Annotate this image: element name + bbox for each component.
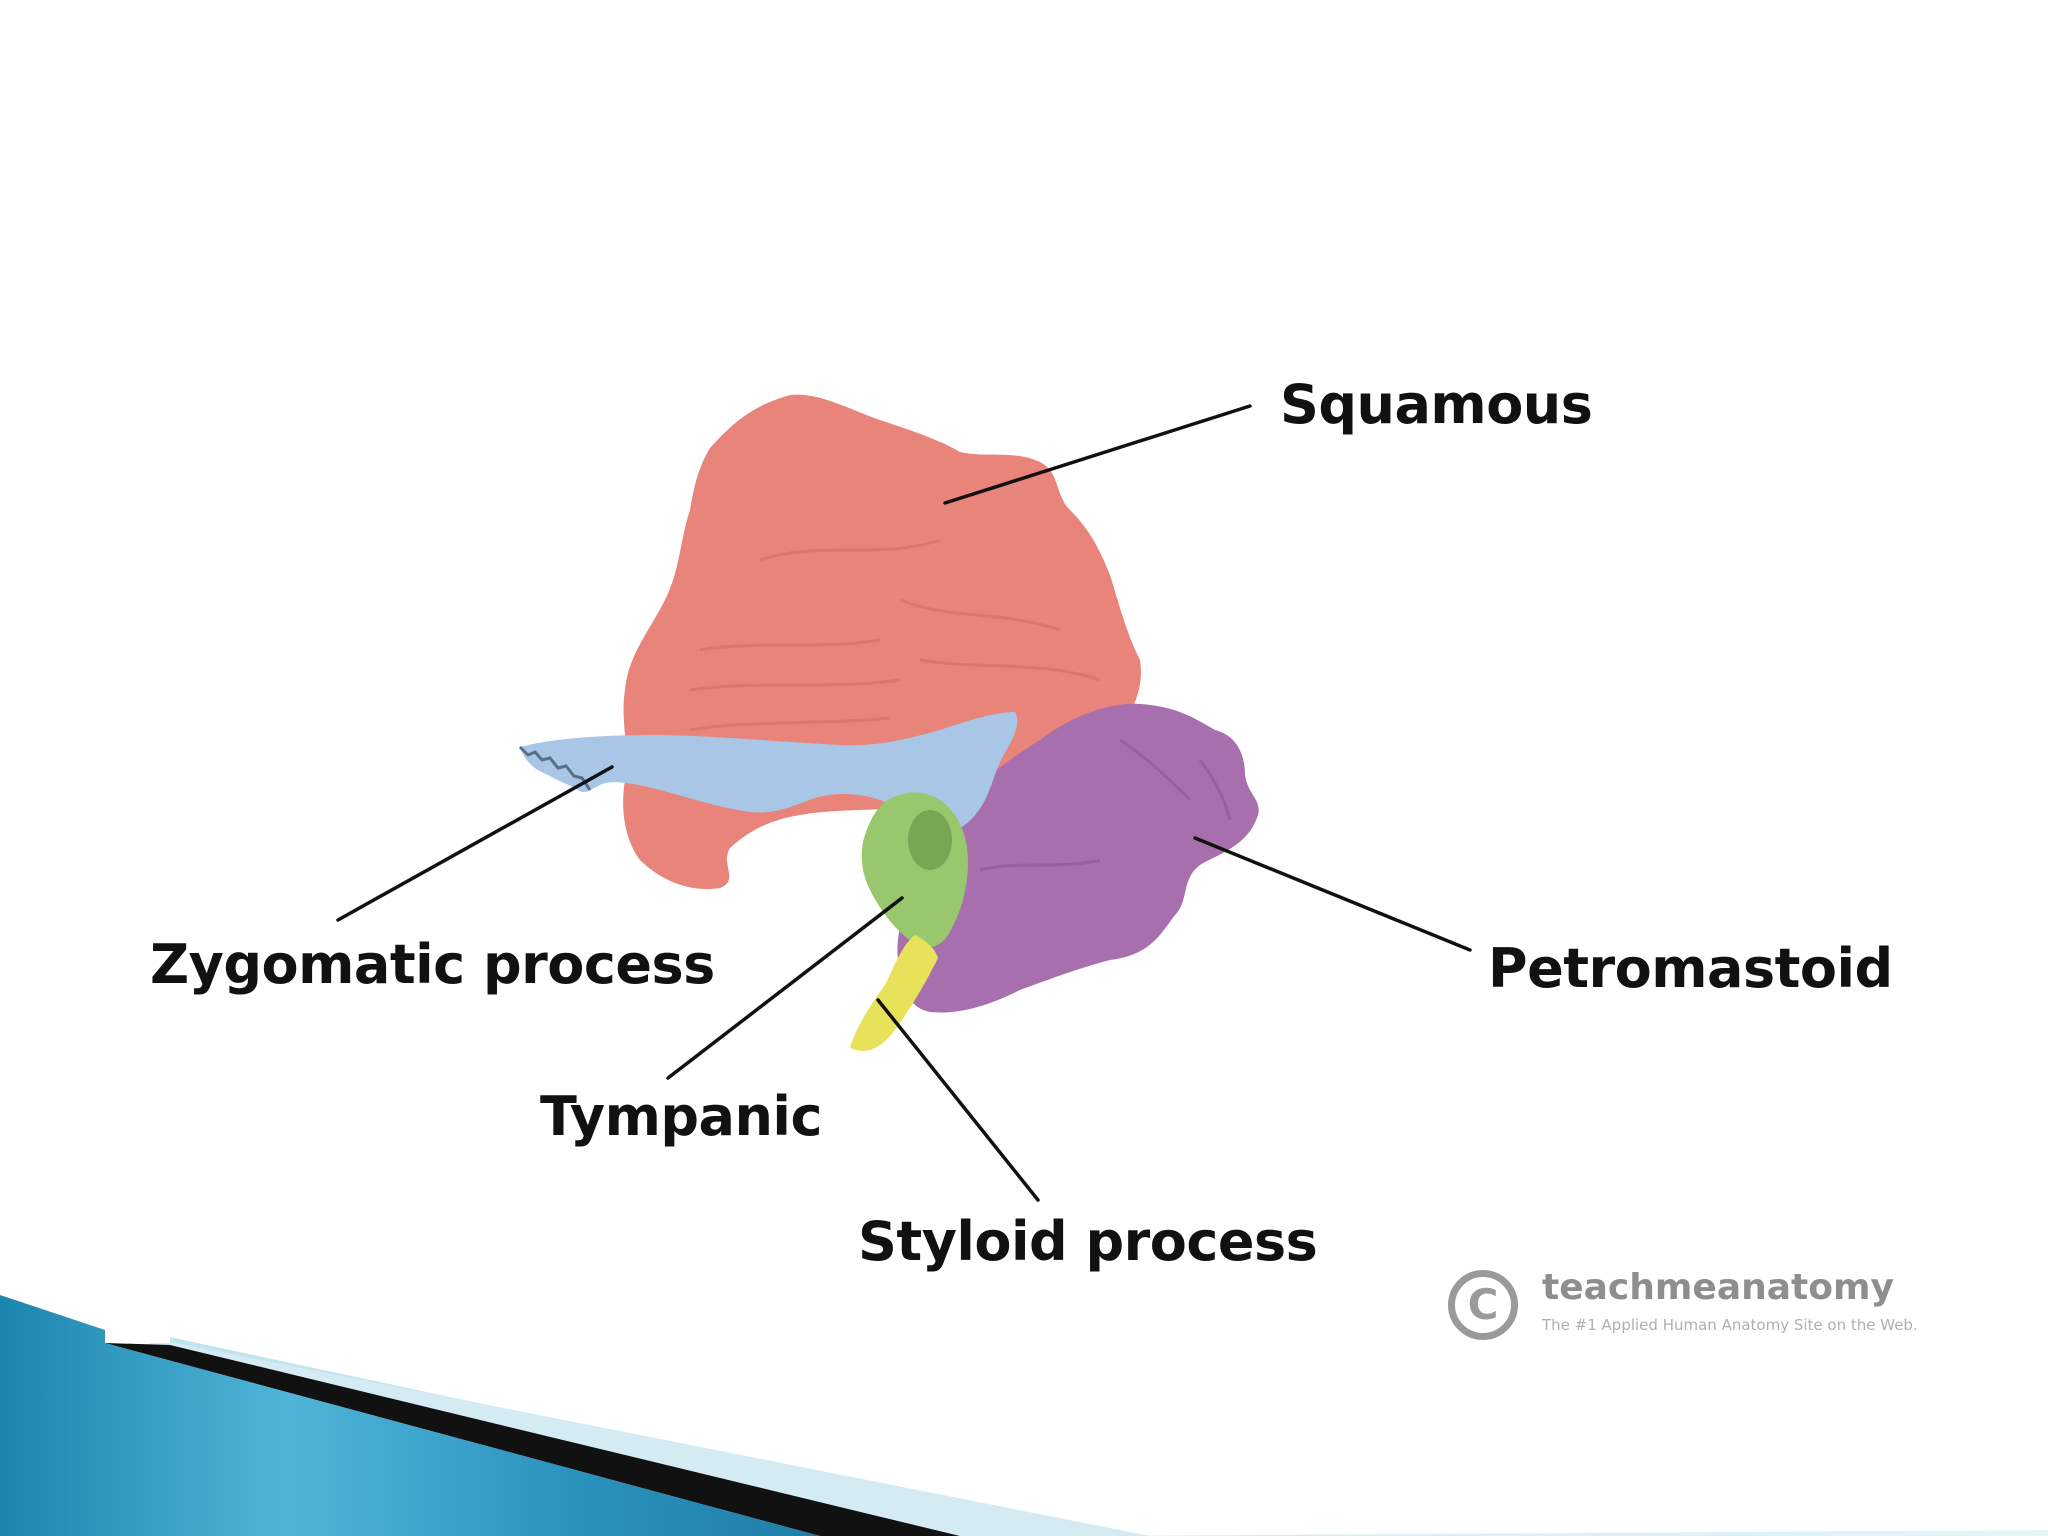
banner-dark-stripe: [105, 1343, 960, 1536]
watermark-name: teachmeanatomy: [1542, 1267, 1894, 1308]
styloid-process-shape: [850, 935, 938, 1051]
leader-line-zygomatic: [336, 765, 614, 922]
label-tympanic: Tympanic: [540, 1085, 822, 1148]
zygomatic-serration: [518, 745, 592, 791]
leader-line-petromastoid: [1193, 836, 1472, 952]
petromastoid-texture: [979, 738, 1232, 872]
banner-pale-wedge: [130, 1340, 1150, 1536]
label-petromastoid: Petromastoid: [1488, 937, 1893, 1000]
squamous-texture: [689, 538, 1101, 732]
copyright-icon: C: [1448, 1270, 1518, 1340]
banner-blue-block: [0, 1295, 820, 1536]
leader-line-styloid: [876, 998, 1040, 1202]
banner-white-notch: [105, 1328, 170, 1343]
leader-lines: [336, 404, 1472, 1202]
tympanic-part-shape: [861, 792, 968, 948]
slide-banner-decoration: [0, 1295, 2048, 1536]
label-zygomatic-process: Zygomatic process: [150, 933, 715, 996]
tympanic-opening: [908, 810, 952, 870]
label-styloid-process: Styloid process: [858, 1210, 1318, 1273]
teachmeanatomy-watermark: C teachmeanatomy The #1 Applied Human An…: [1448, 1270, 1948, 1340]
label-squamous: Squamous: [1280, 373, 1593, 436]
leader-line-tympanic: [666, 896, 904, 1080]
leader-line-squamous: [943, 404, 1252, 505]
watermark-tagline: The #1 Applied Human Anatomy Site on the…: [1542, 1316, 1918, 1334]
